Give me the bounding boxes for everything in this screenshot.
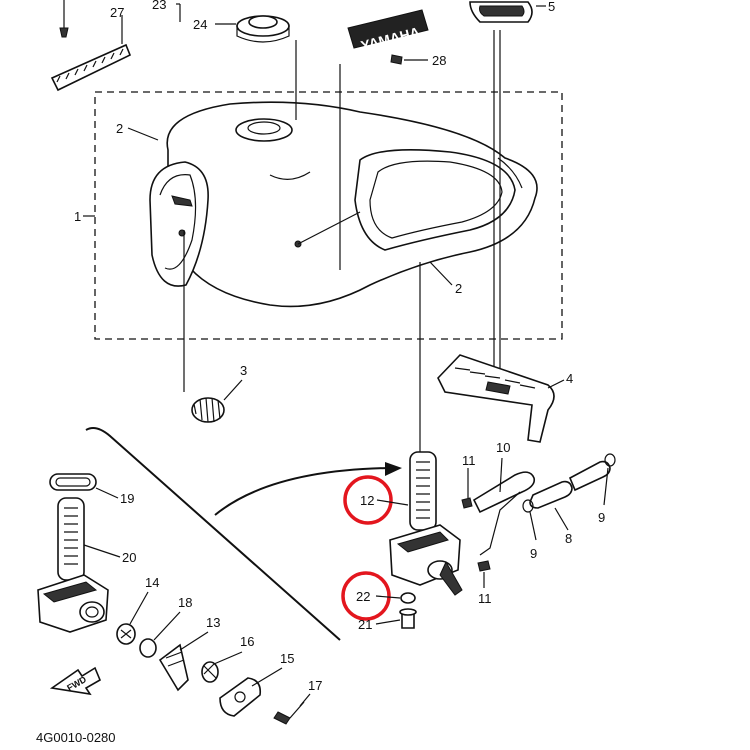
callout-4: 4 <box>566 371 573 386</box>
tank-assembly-boundary <box>94 91 563 340</box>
leader-3 <box>223 379 243 401</box>
diagram-code: 4G0010-0280 <box>36 730 116 745</box>
callout-10: 10 <box>496 440 510 455</box>
callout-23: 23 <box>152 0 166 12</box>
callout-27: 27 <box>110 5 124 20</box>
part-13-lever <box>158 643 189 692</box>
fuel-cock-main <box>389 451 463 596</box>
callout-2b: 2 <box>455 281 462 296</box>
callout-11b: 11 <box>478 591 492 606</box>
detail-arrow-curve <box>214 467 391 516</box>
callout-21: 21 <box>358 617 372 632</box>
callout-19: 19 <box>120 491 134 506</box>
detail-arrow-head <box>385 462 402 476</box>
callout-18: 18 <box>178 595 192 610</box>
part-17-screw <box>273 701 305 725</box>
leader-22 <box>375 595 401 599</box>
leader-18 <box>153 611 181 641</box>
part-14-washer <box>116 623 136 645</box>
part-9-clip-left <box>522 499 537 541</box>
part-5-cushion <box>469 1 546 23</box>
callout-9b: 9 <box>598 510 605 525</box>
part-28-screw <box>390 54 428 65</box>
highlight-circle-22 <box>341 571 391 621</box>
part-19-gasket <box>49 473 97 491</box>
leader-2a <box>127 127 159 141</box>
part-3-grommet <box>191 397 225 423</box>
part-16-spring <box>201 661 219 683</box>
callout-12: 12 <box>360 493 374 508</box>
part-11-clip-bottom <box>477 560 491 588</box>
leader-8 <box>554 507 569 531</box>
callout-16: 16 <box>240 634 254 649</box>
leader-10 <box>499 457 503 493</box>
leader-17 <box>299 693 311 707</box>
leader-15 <box>251 667 283 687</box>
part-9-clip-right <box>603 453 616 506</box>
part-11-clip-top <box>461 468 473 509</box>
callout-3: 3 <box>240 363 247 378</box>
leader-12 <box>376 499 409 506</box>
leader-20 <box>83 544 121 558</box>
leader-2b <box>429 261 453 286</box>
part-24-grommet <box>236 15 290 43</box>
part-8-hose <box>529 460 611 509</box>
part-20-fuel-cock <box>37 497 109 633</box>
part-27-strip <box>50 15 132 92</box>
leader-19 <box>95 487 119 499</box>
callout-5: 5 <box>548 0 555 14</box>
leader-4 <box>547 379 565 389</box>
leader-13 <box>179 631 209 651</box>
callout-13: 13 <box>206 615 220 630</box>
fwd-arrow-icon: FWD <box>49 666 102 696</box>
screw-top-left <box>59 0 69 38</box>
leader-21 <box>375 619 401 625</box>
callout-8: 8 <box>565 531 572 546</box>
callout-1: 1 <box>74 209 81 224</box>
callout-17: 17 <box>308 678 322 693</box>
part-10-hose <box>472 471 536 556</box>
callout-15: 15 <box>280 651 294 666</box>
highlight-circle-12 <box>343 475 393 525</box>
detail-separator <box>85 427 341 641</box>
fuel-tank <box>149 101 538 308</box>
part-22-washer <box>400 592 416 604</box>
part-21-screw <box>399 608 417 629</box>
callout-11a: 11 <box>462 453 476 468</box>
leader-16 <box>213 651 243 665</box>
callout-20: 20 <box>122 550 136 565</box>
leader-14 <box>129 591 149 625</box>
callout-28: 28 <box>432 53 446 68</box>
callout-24: 24 <box>193 17 207 32</box>
callout-22: 22 <box>356 589 370 604</box>
part-18-oring <box>139 638 157 658</box>
callout-2a: 2 <box>116 121 123 136</box>
emblem-yamaha: YAMAHA <box>347 9 429 54</box>
callout-9a: 9 <box>530 546 537 561</box>
part-15-plate <box>219 677 262 717</box>
part-4-bracket <box>437 354 555 443</box>
callout-14: 14 <box>145 575 159 590</box>
